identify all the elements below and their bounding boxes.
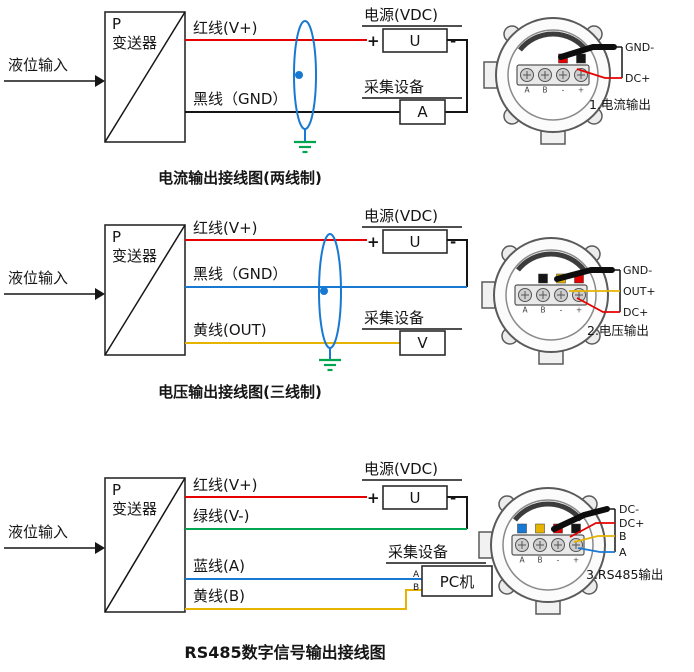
- wire-out-label: 黄线(OUT): [193, 321, 267, 339]
- level-input-label: 液位输入: [8, 269, 68, 287]
- connector-current: GND- DC+ 1.电流输出: [484, 18, 654, 144]
- section-caption: 电流输出接线图(两线制): [158, 169, 322, 187]
- connector-rs485: DC- DC+ B A 3.RS485输出: [479, 488, 663, 614]
- power-title: 电源(VDC): [364, 207, 438, 225]
- arrowhead-icon: [95, 542, 105, 554]
- power-plus-label: +: [367, 489, 380, 507]
- output-cable: [558, 44, 617, 60]
- collector-title: 采集设备: [364, 309, 424, 327]
- power-device-label: U: [410, 233, 421, 251]
- connector-voltage: GND- OUT+ DC+ 2.电压输出: [482, 238, 656, 364]
- collector-device-box: [399, 99, 446, 125]
- wire-marker: [576, 53, 586, 64]
- b-stub: [573, 535, 615, 543]
- pc-terminal-a: A: [413, 570, 420, 580]
- power-device-box: [382, 229, 448, 254]
- link-power-to-collector: [445, 39, 468, 113]
- ground-icon: [319, 358, 341, 372]
- level-input-label: 液位输入: [8, 523, 68, 541]
- transmitter-name-label: 变送器: [112, 34, 157, 52]
- wire-gnd-label: 黑线（GND）: [193, 265, 287, 283]
- pin-label-gnd: GND-: [623, 264, 652, 277]
- wire-marker: [535, 523, 545, 534]
- link-power-to-gnd: [447, 239, 468, 287]
- section-caption: RS485数字信号输出接线图: [184, 643, 385, 662]
- pin-label-dc-minus: DC-: [619, 503, 639, 516]
- wire-red-label: 红线(V+): [193, 219, 258, 237]
- wire-a-label: 蓝线(A): [193, 557, 245, 575]
- a-stub: [577, 547, 615, 553]
- collector-title: 采集设备: [388, 543, 448, 561]
- transmitter-p-label: P: [112, 228, 121, 246]
- power-title: 电源(VDC): [364, 460, 438, 478]
- wire-black-label: 黑线（GND）: [193, 90, 287, 108]
- wire-red-label: 红线(V+): [193, 19, 258, 37]
- wire-red-label: 红线(V+): [193, 476, 258, 494]
- level-input-label: 液位输入: [8, 56, 68, 74]
- arrowhead-icon: [95, 75, 105, 87]
- transmitter-name-label: 变送器: [112, 500, 157, 518]
- connector-note: 1.电流输出: [589, 97, 651, 112]
- transmitter-diagonal: [104, 224, 186, 356]
- dc-plus-stub: [569, 522, 615, 538]
- pin-label-out-plus: OUT+: [623, 285, 656, 298]
- link-power-to-vminus: [447, 496, 468, 529]
- pc-label: PC机: [440, 573, 475, 591]
- connector-note: 3.RS485输出: [586, 567, 663, 582]
- pin-label-dc-plus: DC+: [619, 517, 644, 530]
- pin-label-dc-plus: DC+: [625, 72, 650, 85]
- section-caption: 电压输出接线图(三线制): [158, 383, 322, 401]
- shield-node-dot: [320, 287, 328, 295]
- transmitter-name-label: 变送器: [112, 247, 157, 265]
- pc-terminal-b: B: [413, 583, 419, 593]
- wire-marker: [538, 273, 548, 284]
- transmitter-diagonal: [104, 477, 186, 613]
- output-cable: [551, 506, 610, 532]
- wire-b: [185, 589, 422, 610]
- pc-box: [421, 565, 493, 597]
- connector-note: 2.电压输出: [587, 323, 649, 338]
- transmitter-diagonal: [104, 11, 186, 143]
- power-plus-label: +: [367, 32, 380, 50]
- wire-b-label: 黄线(B): [193, 587, 245, 605]
- wire-green-label: 绿线(V-): [193, 507, 250, 525]
- power-plus-label: +: [367, 233, 380, 251]
- collector-title: 采集设备: [364, 78, 424, 96]
- dc-plus-stub: [576, 297, 620, 313]
- pin-label-b: B: [619, 530, 627, 543]
- transmitter-p-label: P: [112, 481, 121, 499]
- pin-label-a: A: [619, 546, 627, 559]
- ground-icon: [294, 140, 316, 154]
- power-device-label: U: [410, 32, 421, 50]
- collector-device-box: [399, 330, 446, 356]
- wire-marker: [517, 523, 527, 534]
- output-cable: [554, 267, 615, 282]
- collector-device-label: V: [417, 334, 428, 352]
- section-current-output: 液位输入 P 变送器 红线(V+) 电源(VDC) + U - 黑线（GND） …: [4, 6, 654, 187]
- collector-device-label: A: [417, 103, 428, 121]
- section-rs485-output: 液位输入 P 变送器 电源(VDC) + U - 红线(V+) 绿线(V-) 蓝…: [4, 460, 663, 662]
- pin-label-gnd: GND-: [625, 41, 654, 54]
- power-minus-label: -: [450, 233, 456, 251]
- arrowhead-icon: [95, 288, 105, 300]
- pin-label-dc-plus: DC+: [623, 306, 648, 319]
- transmitter-p-label: P: [112, 15, 121, 33]
- power-title: 电源(VDC): [364, 6, 438, 24]
- dc-plus-stub: [576, 68, 622, 79]
- power-device-label: U: [410, 489, 421, 507]
- shield-node-dot: [295, 71, 303, 79]
- section-voltage-output: 液位输入 P 变送器 红线(V+) 电源(VDC) + U - 黑线（GND） …: [4, 207, 656, 401]
